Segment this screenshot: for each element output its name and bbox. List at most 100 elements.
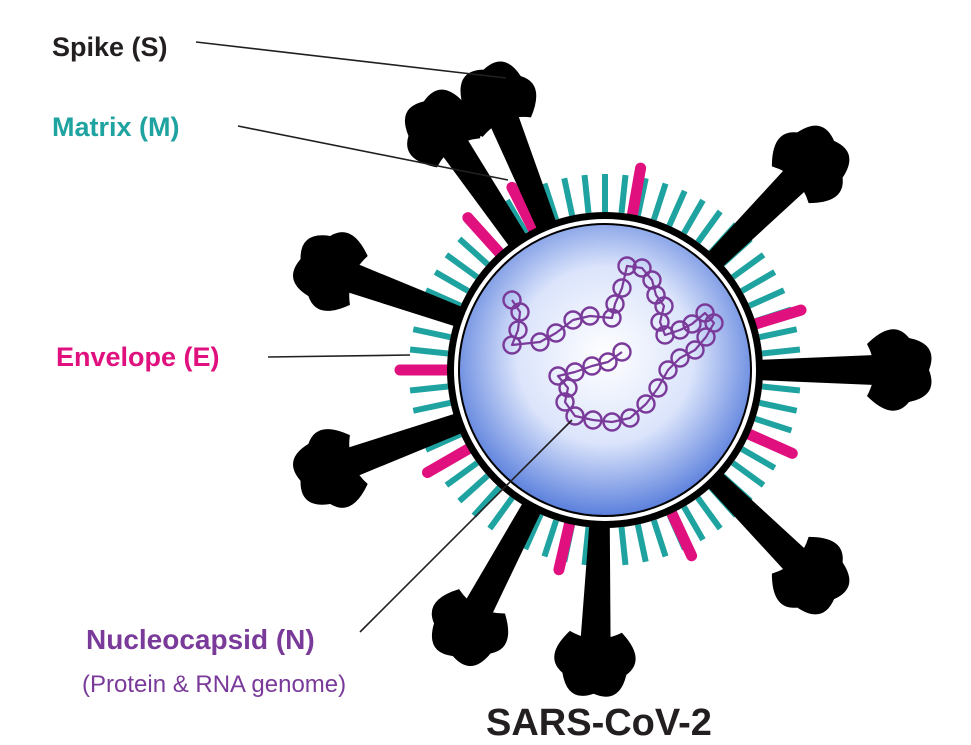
matrix-protein <box>695 496 723 531</box>
nucleocapsid-protein <box>612 278 632 298</box>
nucleocapsid-protein <box>658 360 678 380</box>
nucleocapsid-protein <box>555 392 575 412</box>
matrix-protein <box>740 269 777 294</box>
nucleocapsid-protein <box>565 406 585 426</box>
nucleocapsid-protein <box>682 314 702 334</box>
envelope-leader-line <box>267 354 411 358</box>
spike-protein <box>703 468 850 615</box>
matrix-protein <box>424 431 462 453</box>
nucleocapsid-protein <box>510 302 530 322</box>
matrix-protein <box>731 460 766 488</box>
nucleocapsid-label: Nucleocapsid (N) <box>86 624 315 655</box>
matrix-protein <box>424 287 462 309</box>
spike-leader-line <box>195 41 507 79</box>
nucleocapsid-protein <box>650 312 670 332</box>
envelope-protein <box>747 304 807 331</box>
nucleocapsid-protein <box>704 313 724 333</box>
nucleocapsid-protein <box>598 352 618 372</box>
matrix-protein <box>650 519 669 558</box>
envelope-protein <box>665 504 698 562</box>
matrix-protein <box>695 209 723 244</box>
matrix-protein <box>761 383 801 394</box>
matrix-protein <box>409 383 449 394</box>
nucleocapsid-protein <box>696 327 716 347</box>
matrix-protein <box>522 513 544 551</box>
matrix-protein <box>748 287 786 309</box>
matrix-protein <box>618 174 629 214</box>
leader-lines <box>195 41 573 633</box>
matrix-protein <box>758 399 798 414</box>
nucleocapsid-protein <box>620 408 640 428</box>
nucleocapsid-protein <box>558 378 578 398</box>
nucleocapsid-protein <box>632 258 652 278</box>
matrix-protein <box>634 177 649 217</box>
matrix-protein <box>433 269 470 294</box>
matrix-protein <box>681 505 706 542</box>
envelope-protein <box>741 427 798 459</box>
envelope-protein <box>421 442 477 478</box>
matrix-protein <box>581 526 592 566</box>
matrix-protein <box>740 446 777 471</box>
envelope-protein <box>626 162 647 223</box>
diagram-title: SARS-CoV-2 <box>486 702 712 744</box>
matrix-protein <box>541 519 560 558</box>
matrix-protein <box>754 415 793 434</box>
nucleocapsid-protein <box>602 412 622 432</box>
matrix-protein <box>409 346 449 357</box>
envelope-label: Envelope (E) <box>56 342 220 372</box>
spike-protein <box>431 497 544 666</box>
matrix-protein <box>444 460 479 488</box>
spike-protein <box>755 329 932 411</box>
matrix-protein <box>471 485 502 518</box>
spike-protein <box>293 411 468 508</box>
nucleocapsid-leader-line <box>359 419 573 633</box>
matrix-protein <box>666 189 688 227</box>
nucleocapsid-protein <box>617 256 637 276</box>
matrix-protein <box>581 174 592 214</box>
matrix-protein <box>444 252 479 280</box>
nucleocapsid-protein <box>530 332 550 352</box>
nucleocapsid-protein <box>602 308 622 328</box>
matrix-protein <box>761 346 801 357</box>
matrix-protein <box>731 252 766 280</box>
nucleocapsid-protein <box>612 342 632 362</box>
matrix-protein <box>758 326 798 341</box>
nucleocapsid-protein <box>605 294 625 314</box>
matrix-label: Matrix (M) <box>52 112 180 142</box>
spike-protein <box>293 232 468 329</box>
nucleocapsid-protein <box>648 378 668 398</box>
nucleocapsid-protein <box>636 394 656 414</box>
envelope-protein <box>462 212 507 261</box>
envelope-protein <box>553 515 576 576</box>
matrix-protein <box>457 236 490 267</box>
envelope-protein <box>506 181 541 238</box>
matrix-protein <box>634 523 649 563</box>
nucleocapsid-protein <box>580 306 600 326</box>
nucleocapsid-protein <box>670 320 690 340</box>
nucleocapsid-protein <box>502 335 522 355</box>
matrix-protein <box>650 182 669 221</box>
spike-proteins <box>293 61 932 697</box>
matrix-protein <box>504 198 529 235</box>
matrix-protein <box>412 326 452 341</box>
matrix-leader-line <box>237 125 509 181</box>
matrix-protein <box>487 496 515 531</box>
matrix-protein <box>618 526 629 566</box>
matrix-protein <box>561 177 576 217</box>
spike-protein <box>405 89 530 252</box>
matrix-protein <box>412 399 452 414</box>
nucleocapsid-protein <box>565 362 585 382</box>
nucleocapsid-protein <box>670 348 690 368</box>
nucleocapsid-protein <box>546 323 566 343</box>
matrix-protein <box>541 182 560 221</box>
nucleocapsid-protein <box>685 340 705 360</box>
spike-protein <box>703 125 850 272</box>
matrix-protein <box>681 198 706 235</box>
matrix-protein <box>457 473 490 504</box>
nucleocapsid-sublabel: (Protein & RNA genome) <box>82 671 347 698</box>
spike-protein <box>554 519 636 697</box>
nucleocapsid-rna-genome <box>502 256 724 432</box>
spike-label: Spike (S) <box>52 32 168 62</box>
nucleocapsid-protein <box>583 410 603 430</box>
